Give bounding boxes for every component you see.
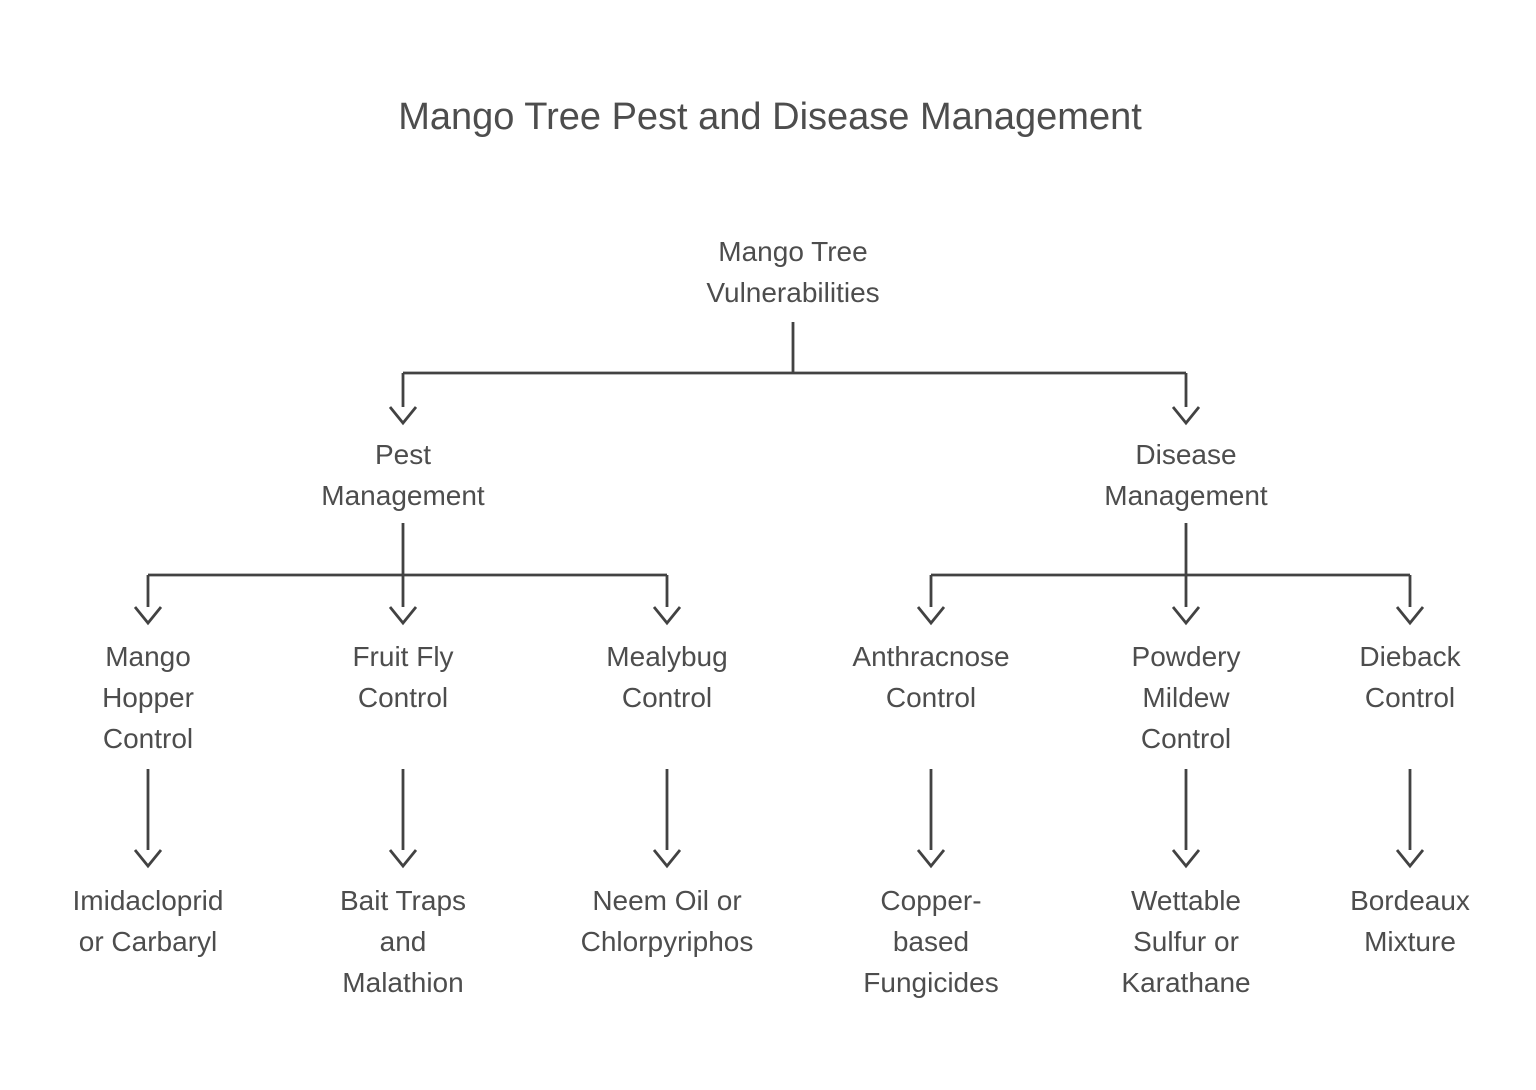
arrowhead [1171,606,1201,626]
arrowhead [1395,849,1425,869]
arrowhead [652,849,682,869]
node-powdery-mildew-control: Powdery Mildew Control [1131,641,1241,754]
edges-control-to-treatment [133,769,1425,869]
arrowhead [133,606,163,626]
node-bordeaux-mixture: Bordeaux Mixture [1350,885,1470,957]
edge-root-to-branches [388,322,1201,426]
arrowhead [916,606,946,626]
node-dieback-control: Dieback Control [1359,641,1461,713]
node-neem-oil-or-chlorpyriphos: Neem Oil or Chlorpyriphos [580,885,754,957]
arrowhead [1171,406,1201,426]
arrowhead [1395,606,1425,626]
node-mango-tree-vulnerabilities: Mango Tree Vulnerabilities [706,236,880,308]
node-mealybug-control: Mealybug Control [606,641,728,713]
edge-pest-to-children [133,523,682,626]
node-copper-based-fungicides: Copper- based Fungicides [863,885,999,998]
node-fruit-fly-control: Fruit Fly Control [352,641,454,713]
diagram-title: Mango Tree Pest and Disease Management [398,96,1142,138]
arrowhead [1171,849,1201,869]
node-wettable-sulfur-or-karathane: Wettable Sulfur or Karathane [1121,885,1251,998]
arrowhead [388,406,418,426]
edge-disease-to-children [916,523,1425,626]
node-mango-hopper-control: Mango Hopper Control [102,641,194,754]
node-disease-management: Disease Management [1104,439,1268,511]
arrowhead [133,849,163,869]
arrowhead [388,849,418,869]
node-pest-management: Pest Management [321,439,485,511]
arrowhead [652,606,682,626]
node-imidacloprid-or-carbaryl: Imidacloprid or Carbaryl [72,885,224,957]
arrowhead [388,606,418,626]
node-bait-traps-and-malathion: Bait Traps and Malathion [339,885,467,998]
node-anthracnose-control: Anthracnose Control [852,641,1010,713]
arrowhead [916,849,946,869]
